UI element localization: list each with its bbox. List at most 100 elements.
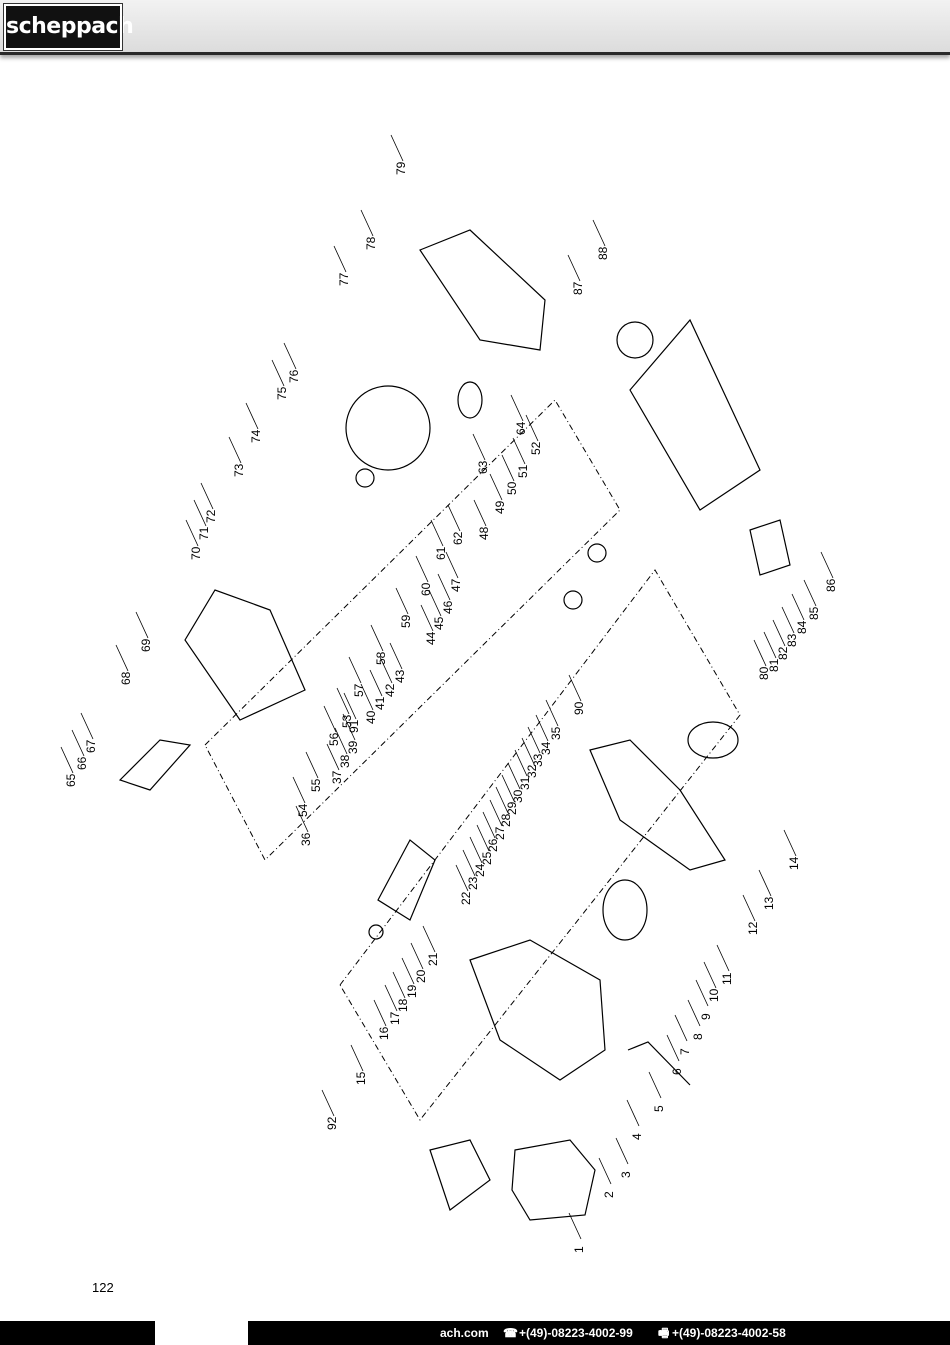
leader-line-4 xyxy=(626,1099,640,1127)
callout-label-77: 77 xyxy=(337,272,351,286)
leader-line-48 xyxy=(473,499,487,527)
callout-label-84: 84 xyxy=(795,620,809,634)
leader-line-73 xyxy=(228,436,242,464)
callout-label-38: 38 xyxy=(338,754,352,768)
callout-label-11: 11 xyxy=(720,972,734,985)
leader-line-87 xyxy=(567,254,581,282)
callout-label-12: 12 xyxy=(746,921,760,935)
part-sleeve xyxy=(602,879,648,941)
callout-label-30: 30 xyxy=(511,789,525,803)
leader-line-42 xyxy=(379,656,393,684)
leader-line-18 xyxy=(392,971,406,999)
callout-labels: 1234567891011121314151617181920212223242… xyxy=(60,134,838,1253)
leader-line-88 xyxy=(592,219,606,247)
leader-line-23 xyxy=(462,849,476,877)
leader-line-80 xyxy=(753,639,767,667)
leader-line-25 xyxy=(476,824,490,852)
leader-line-71 xyxy=(193,499,207,527)
callout-label-70: 70 xyxy=(189,546,203,560)
leader-line-54 xyxy=(292,776,306,804)
callout-label-37: 37 xyxy=(330,770,344,784)
part-saw-blade xyxy=(345,385,431,471)
callout-label-43: 43 xyxy=(393,669,407,683)
callout-label-73: 73 xyxy=(232,463,246,477)
leader-line-20 xyxy=(410,942,424,970)
callout-label-27: 27 xyxy=(493,826,507,840)
leader-line-53 xyxy=(336,687,350,715)
leader-line-76 xyxy=(283,342,297,370)
callout-label-56: 56 xyxy=(327,732,341,746)
leader-line-19 xyxy=(401,957,415,985)
page-header: scheppach xyxy=(0,0,950,55)
leader-line-46 xyxy=(437,573,451,601)
leader-line-56 xyxy=(323,705,337,733)
part-dust-port xyxy=(457,381,483,419)
callout-label-39: 39 xyxy=(346,740,360,754)
leader-line-32 xyxy=(521,737,535,765)
leader-line-81 xyxy=(763,631,777,659)
callout-label-41: 41 xyxy=(373,696,387,710)
callout-label-69: 69 xyxy=(139,638,153,652)
callout-label-6: 6 xyxy=(670,1068,684,1075)
part-lower-guard xyxy=(118,739,192,791)
assembly-group-outlines xyxy=(204,399,741,1121)
part-washer xyxy=(563,590,583,610)
leader-line-33 xyxy=(527,726,541,754)
part-bracket xyxy=(749,519,791,576)
leader-line-29 xyxy=(501,774,515,802)
leader-line-74 xyxy=(245,402,259,430)
leader-line-51 xyxy=(512,437,526,465)
leader-line-9 xyxy=(695,979,709,1007)
leader-line-52 xyxy=(525,414,539,442)
leader-line-11 xyxy=(716,944,730,972)
leader-line-27 xyxy=(489,799,503,827)
exploded-parts-diagram: 1234567891011121314151617181920212223242… xyxy=(60,134,838,1253)
footer-black-block xyxy=(0,1321,155,1345)
leader-line-28 xyxy=(495,786,509,814)
leader-line-90 xyxy=(568,674,582,702)
leader-line-75 xyxy=(271,359,285,387)
callout-label-55: 55 xyxy=(309,778,323,792)
callout-label-45: 45 xyxy=(432,616,446,630)
callout-label-52: 52 xyxy=(529,441,543,455)
callout-label-25: 25 xyxy=(480,851,494,865)
callout-label-9: 9 xyxy=(699,1013,713,1020)
page-number: 122 xyxy=(92,1280,114,1295)
leader-line-5 xyxy=(648,1071,662,1099)
callout-label-87: 87 xyxy=(571,281,585,295)
callout-label-82: 82 xyxy=(776,646,790,660)
leader-line-60 xyxy=(415,555,429,583)
footer-fax: +(49)-08223-4002-58 xyxy=(672,1326,786,1340)
callout-label-74: 74 xyxy=(249,429,263,443)
part-handle-cover xyxy=(589,739,726,871)
callout-label-20: 20 xyxy=(414,969,428,983)
callout-label-88: 88 xyxy=(596,246,610,260)
leader-line-37 xyxy=(326,743,340,771)
leader-line-6 xyxy=(666,1034,680,1062)
callout-label-85: 85 xyxy=(807,606,821,620)
part-battery-pack xyxy=(511,1139,596,1221)
callout-label-32: 32 xyxy=(525,764,539,778)
leader-line-31 xyxy=(514,749,528,777)
callout-label-4: 4 xyxy=(630,1133,644,1140)
leader-line-17 xyxy=(384,984,398,1012)
leader-line-34 xyxy=(535,714,549,742)
leader-line-1 xyxy=(568,1212,582,1240)
part-motor-bearing xyxy=(368,924,384,940)
leader-line-77 xyxy=(333,245,347,273)
callout-label-5: 5 xyxy=(652,1105,666,1112)
leader-line-57 xyxy=(348,656,362,684)
callout-label-29: 29 xyxy=(505,801,519,815)
callout-label-42: 42 xyxy=(383,683,397,697)
leader-line-8 xyxy=(687,999,701,1027)
callout-label-79: 79 xyxy=(394,161,408,175)
telephone-icon: ☎ xyxy=(503,1326,518,1340)
part-outlines xyxy=(118,229,791,1221)
footer-phone: +(49)-08223-4002-99 xyxy=(519,1326,633,1340)
leader-line-82 xyxy=(772,619,786,647)
leader-line-61 xyxy=(430,519,444,547)
leader-line-26 xyxy=(482,811,496,839)
leader-line-65 xyxy=(60,746,74,774)
callout-label-80: 80 xyxy=(757,666,771,680)
callout-label-34: 34 xyxy=(539,741,553,755)
